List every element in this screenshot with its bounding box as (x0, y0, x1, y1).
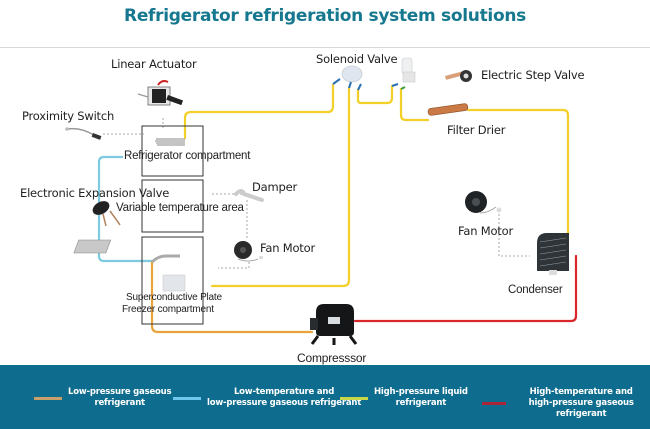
fan-motor-outer-icon (465, 191, 502, 214)
electronic-expansion-valve-icon (92, 201, 121, 227)
label-fan-motor-inner: Fan Motor (260, 241, 315, 255)
link-fan-inner (218, 262, 250, 269)
legend-text-line1: Low-pressure gaseous (68, 387, 172, 397)
evaporator-tubes-icon (155, 138, 185, 146)
pipe-high-pressure-liquid-condenser (466, 108, 570, 237)
legend-item-high-temp-gas: High-temperature and high-pressure gaseo… (482, 387, 650, 420)
compressor-icon (310, 304, 358, 345)
legend-swatch-red (482, 402, 507, 405)
legend-item-low-pressure-gas: Low-pressure gaseous refrigerant (34, 387, 172, 409)
label-linear-actuator: Linear Actuator (111, 57, 197, 71)
legend-text-line1: Low-temperature and (233, 387, 335, 397)
label-condenser: Condenser (508, 284, 563, 296)
pipe-low-pressure-gas (150, 260, 314, 334)
legend-text-line1: High-pressure liquid (374, 387, 468, 397)
label-refrigerator-compartment: Refrigerator compartment (124, 150, 251, 162)
label-superconductive-plate: Superconductive Plate (126, 292, 222, 303)
label-electric-step-valve: Electric Step Valve (481, 68, 585, 82)
solenoid-valve-icon (332, 65, 363, 91)
pipe-high-pressure-liquid-loop (356, 84, 394, 105)
refrigerator-compartment-box (141, 125, 204, 177)
legend-item-low-temp-gas: Low-temperature and low-pressure gaseous… (173, 387, 361, 409)
pipe-high-pressure-liquid-freezer (210, 86, 351, 288)
freezer-compartment-box (141, 236, 204, 325)
link-fan-outer (498, 210, 530, 257)
legend-text-line2: refrigerant (395, 398, 447, 408)
legend-text-line2: high-pressure gaseous refrigerant (528, 398, 634, 419)
label-compressor: Compresssor (297, 351, 367, 365)
three-way-valve-icon (391, 57, 416, 90)
legend-item-high-pressure-liquid: High-pressure liquid refrigerant (340, 387, 468, 409)
pipe-high-pressure-liquid-fridge (183, 83, 335, 140)
damper-icon (234, 189, 264, 202)
legend-swatch-yellow (340, 396, 368, 400)
proximity-switch-icon (65, 127, 102, 140)
legend: Low-pressure gaseous refrigerant Low-tem… (0, 365, 650, 429)
variable-temperature-box (141, 179, 204, 233)
superconductive-plate-icon (162, 274, 186, 292)
condenser-icon (537, 233, 569, 275)
linear-actuator-icon (137, 80, 184, 106)
label-filter-drier: Filter Drier (447, 123, 506, 137)
label-solenoid-valve: Solenoid Valve (316, 52, 398, 66)
fan-motor-inner-icon (234, 241, 263, 262)
page-title: Refrigerator refrigeration system soluti… (124, 6, 526, 26)
label-fan-motor-outer: Fan Motor (458, 224, 513, 238)
label-variable-temperature-area: Variable temperature area (116, 202, 244, 214)
pipe-high-pressure-liquid-drier (399, 87, 430, 122)
legend-swatch-orange (34, 396, 62, 400)
label-proximity-switch: Proximity Switch (22, 109, 115, 123)
label-electronic-expansion-valve: Electronic Expansion Valve (20, 186, 170, 200)
title-divider (0, 47, 650, 48)
pipe-high-temp-gas (353, 254, 578, 323)
legend-text-line2: refrigerant (94, 398, 145, 408)
label-freezer-compartment: Freezer compartment (122, 304, 214, 315)
electric-step-valve-icon (445, 70, 472, 82)
label-damper: Damper (252, 180, 298, 194)
legend-text-line1: High-temperature and (529, 387, 633, 397)
legend-text-line2: low-pressure gaseous refrigerant (207, 398, 362, 408)
filter-drier-icon (427, 103, 469, 116)
superconductive-heat-exchanger-icon (73, 239, 180, 264)
legend-swatch-blue (173, 396, 201, 400)
